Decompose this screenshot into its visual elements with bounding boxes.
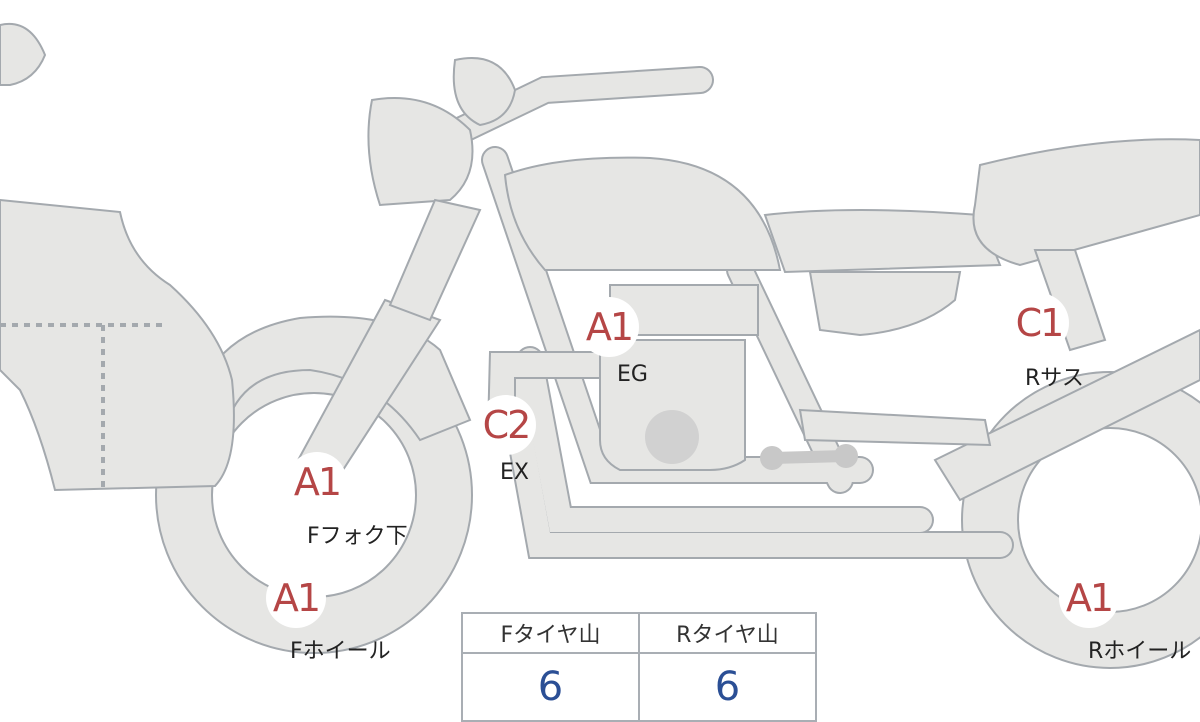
label-rear-wheel: Rホイール: [1088, 639, 1192, 664]
grade-badge-rear-wheel: A1: [1059, 568, 1119, 628]
swing-arm: [933, 328, 1200, 502]
fuel-tank: [503, 156, 782, 271]
seat-rear: [972, 138, 1200, 267]
label-front-fork: Fフォク下: [307, 524, 408, 549]
front-tread-header: Fタイヤ山: [461, 612, 640, 654]
seat-front: [763, 209, 1002, 274]
front-tread-value: 6: [461, 652, 640, 722]
label-eg: EG: [617, 362, 648, 387]
grade-badge-ex: C2: [476, 395, 536, 455]
label-rear-suspension: Rサス: [1025, 366, 1084, 391]
rear-tread-header: Rタイヤ山: [638, 612, 817, 654]
label-ex: EX: [500, 460, 529, 485]
grade-badge-front-wheel: A1: [266, 568, 326, 628]
fairing-dash: [0, 323, 165, 488]
headlight: [367, 97, 474, 207]
handlebar-clamp: [452, 57, 517, 127]
label-front-wheel: Fホイール: [290, 639, 391, 664]
grade-badge-front-fork: A1: [287, 452, 347, 512]
tread-depth-table: Fタイヤ山 Rタイヤ山 6 6: [461, 612, 817, 722]
side-cover: [808, 271, 962, 337]
grade-badge-eg: A1: [579, 297, 639, 357]
body-parts: [0, 22, 1200, 502]
engine-cover: [645, 410, 699, 464]
front-fairing: [0, 198, 235, 492]
engine-block: [599, 339, 746, 471]
grade-badge-rear-suspension: C1: [1009, 293, 1069, 353]
rear-tread-value: 6: [638, 652, 817, 722]
foot-peg: [766, 450, 852, 464]
